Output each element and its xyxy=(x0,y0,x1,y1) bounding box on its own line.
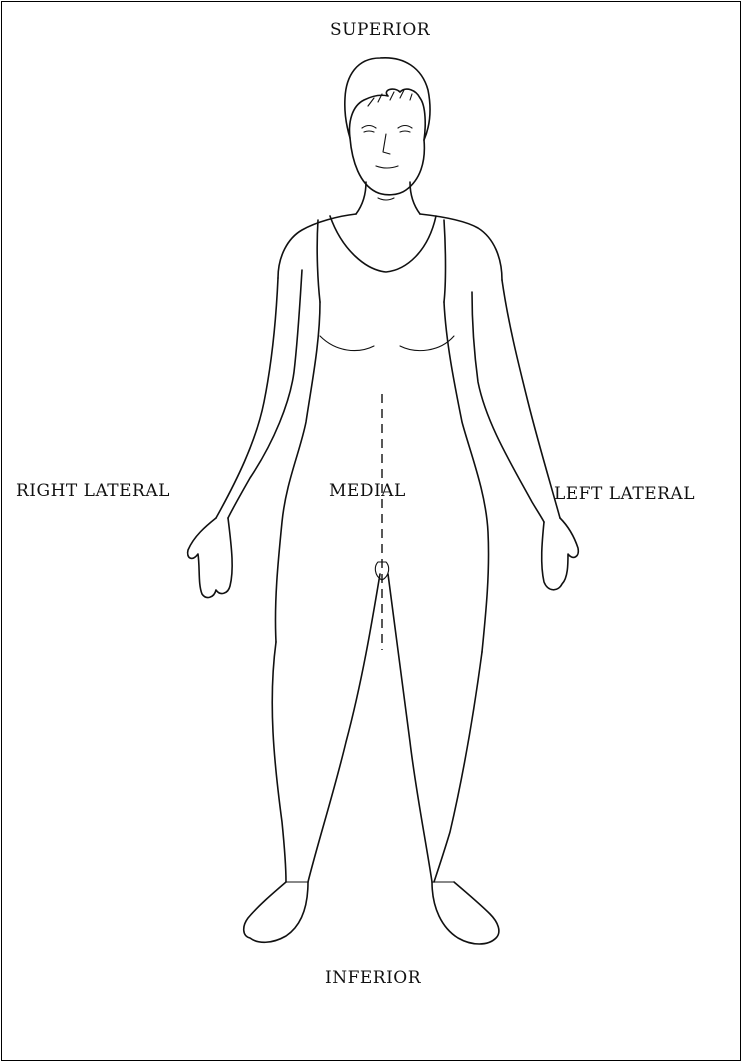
right-hand xyxy=(188,518,233,597)
label-left-lateral: LEFT LATERAL xyxy=(554,484,695,504)
label-medial: MEDIAL xyxy=(329,481,406,501)
left-arm xyxy=(472,280,560,522)
label-superior: SUPERIOR xyxy=(330,20,430,40)
label-inferior: INFERIOR xyxy=(325,968,421,988)
left-hand xyxy=(542,518,579,590)
neck xyxy=(356,182,420,214)
torso-and-legs xyxy=(272,214,502,882)
right-foot xyxy=(244,882,308,942)
head xyxy=(345,58,430,195)
label-right-lateral: RIGHT LATERAL xyxy=(16,481,170,501)
left-foot xyxy=(432,882,499,944)
